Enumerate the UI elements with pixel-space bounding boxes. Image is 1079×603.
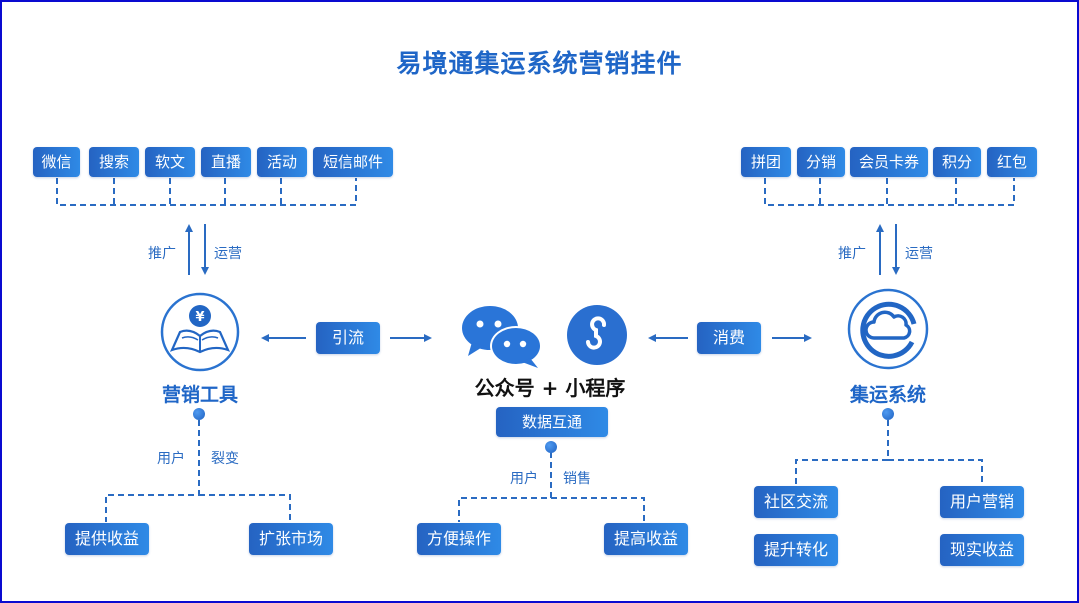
wechat-chat-icon <box>460 304 544 368</box>
left-node-dot <box>193 408 205 420</box>
left-user-label: 用户 <box>157 451 185 467</box>
channel-tag: 搜索 <box>89 147 139 177</box>
left-channel-bracket <box>56 178 357 206</box>
channel-tag: 短信邮件 <box>313 147 393 177</box>
consume-tag: 消费 <box>697 322 761 354</box>
yuan-book-icon: ¥ <box>154 290 246 372</box>
marketing-tools-title: 营销工具 <box>161 384 238 406</box>
center-user-label: 用户 <box>510 471 538 487</box>
consolidation-system-title: 集运系统 <box>849 384 926 406</box>
official-account-miniprogram-title: 公众号 + 小程序 <box>474 376 626 400</box>
feature-tag: 积分 <box>933 147 981 177</box>
page-title: 易境通集运系统营销挂件 <box>396 49 683 78</box>
outcome-tag: 提高收益 <box>604 523 688 555</box>
traffic-tag: 引流 <box>316 322 380 354</box>
outcome-tag: 扩张市场 <box>249 523 333 555</box>
channel-tag: 直播 <box>201 147 251 177</box>
right-node-dot <box>882 408 894 420</box>
center-sales-label: 销售 <box>563 471 591 487</box>
right-split-line <box>795 420 983 485</box>
right-push-label: 推广 <box>838 246 866 262</box>
right-operate-label: 运营 <box>905 246 933 262</box>
left-split-line <box>105 420 291 522</box>
channel-tag: 活动 <box>257 147 307 177</box>
left-operate-label: 运营 <box>214 246 242 262</box>
svg-text:¥: ¥ <box>195 310 204 325</box>
feature-tag: 拼团 <box>741 147 791 177</box>
outcome-tag: 社区交流 <box>754 486 838 518</box>
left-push-label: 推广 <box>148 246 176 262</box>
left-fission-label: 裂变 <box>211 451 239 467</box>
outcome-tag: 现实收益 <box>940 534 1024 566</box>
outcome-tag: 提升转化 <box>754 534 838 566</box>
outcome-tag: 方便操作 <box>417 523 501 555</box>
cloud-e-icon <box>842 286 934 370</box>
feature-tag: 红包 <box>987 147 1037 177</box>
center-split-line <box>458 452 645 522</box>
feature-tag: 会员卡券 <box>850 147 928 177</box>
channel-tag: 软文 <box>145 147 195 177</box>
mini-program-icon <box>566 304 628 366</box>
channel-tag: 微信 <box>33 147 80 177</box>
outcome-tag: 提供收益 <box>65 523 149 555</box>
data-sync-tag: 数据互通 <box>496 407 608 437</box>
center-node-dot <box>545 441 557 453</box>
right-feature-bracket <box>764 178 1015 206</box>
feature-tag: 分销 <box>797 147 845 177</box>
outcome-tag: 用户营销 <box>940 486 1024 518</box>
